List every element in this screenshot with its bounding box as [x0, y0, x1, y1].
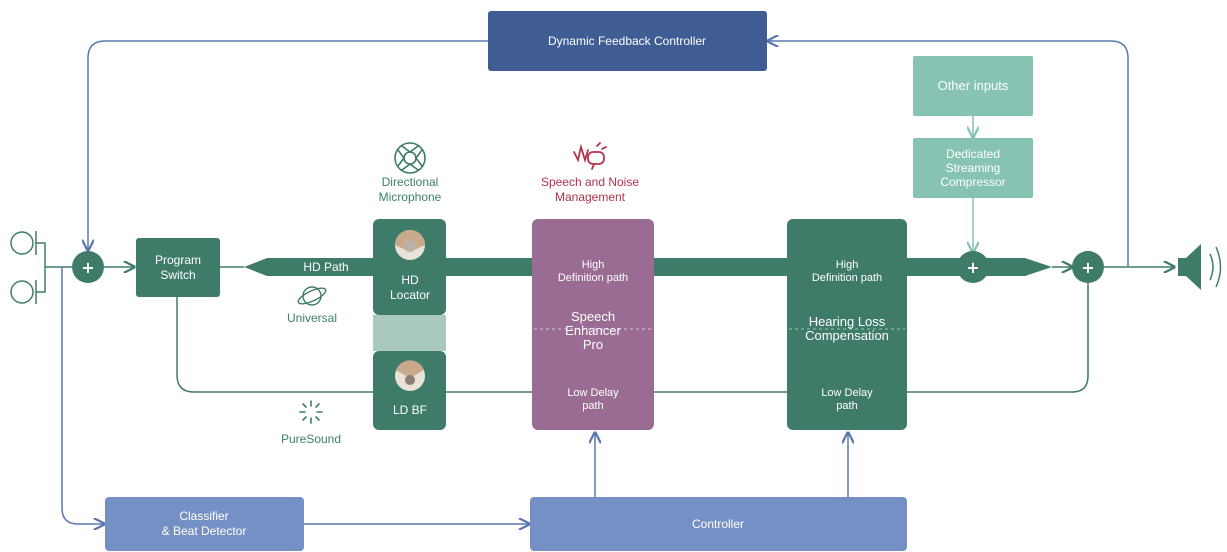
ld-bf-box: LD BF — [373, 351, 446, 430]
controller-label: Controller — [692, 517, 744, 531]
speech-ld-line-2: path — [582, 400, 603, 412]
program-switch-line-2: Switch — [160, 268, 195, 282]
dfc-label: Dynamic Feedback Controller — [548, 34, 706, 48]
hd-locator-line-1: HD — [401, 273, 419, 287]
speech-enhancer-box: High Definition path Speech Enhancer Pro… — [532, 219, 654, 430]
hlc-ld-line-2: path — [836, 400, 857, 412]
hlc-hd-line-1: High — [836, 259, 859, 271]
speech-noise-icon — [573, 142, 607, 170]
dsc-line-1: Dedicated — [946, 147, 1000, 161]
sum-node-stream: + — [957, 251, 989, 283]
hd-locator-box: HD Locator — [373, 219, 446, 315]
puresound-label: PureSound — [281, 432, 341, 446]
directional-label-2: Microphone — [379, 190, 442, 204]
hlc-line-1: Hearing Loss — [809, 314, 886, 329]
other-inputs-box: Other inputs — [913, 56, 1033, 116]
hearing-loss-compensation-box: High Definition path Hearing Loss Compen… — [787, 219, 907, 430]
sum-node-output: + — [1072, 251, 1104, 283]
speech-enhancer-line-3: Pro — [583, 337, 603, 352]
directional-microphone-icon — [394, 142, 426, 174]
speech-enhancer-line-1: Speech — [571, 309, 615, 324]
streaming-compressor-box: Dedicated Streaming Compressor — [913, 138, 1033, 198]
program-switch-box: Program Switch — [136, 238, 220, 297]
speaker-icon — [1178, 244, 1222, 290]
program-switch-line-1: Program — [155, 253, 201, 267]
locator-connector — [373, 315, 446, 351]
speech-noise-label-1: Speech and Noise — [541, 175, 639, 189]
dynamic-feedback-controller: Dynamic Feedback Controller — [488, 11, 767, 71]
hd-locator-line-2: Locator — [390, 288, 430, 302]
blue-connections — [61, 41, 1129, 524]
speech-hd-line-2: Definition path — [558, 272, 628, 284]
ld-bf-label: LD BF — [393, 403, 427, 417]
low-delay-lines — [176, 283, 1089, 393]
ld-bf-icon — [395, 360, 425, 391]
classifier-line-2: & Beat Detector — [162, 524, 247, 538]
speech-enhancer-line-2: Enhancer — [565, 323, 621, 338]
hd-path-label: HD Path — [303, 260, 348, 274]
hlc-ld-line-1: Low Delay — [821, 387, 873, 399]
universal-planet-icon — [297, 286, 327, 306]
universal-label: Universal — [287, 311, 337, 325]
dsc-line-2: Streaming — [946, 161, 1001, 175]
speech-ld-line-1: Low Delay — [567, 387, 619, 399]
sum-node-input: + — [72, 251, 104, 283]
sum-node-stream-label: + — [966, 258, 979, 277]
controller-box: Controller — [530, 497, 907, 551]
microphone-wires — [36, 242, 134, 293]
hlc-line-2: Compensation — [805, 328, 889, 343]
hlc-hd-line-2: Definition path — [812, 272, 882, 284]
puresound-sparkle-icon — [299, 400, 323, 424]
classifier-box: Classifier & Beat Detector — [105, 497, 304, 551]
other-inputs-label: Other inputs — [938, 78, 1009, 93]
microphone-icon — [10, 231, 37, 304]
hd-path-band — [244, 258, 1052, 276]
speech-hd-line-1: High — [582, 259, 605, 271]
directional-label-1: Directional — [382, 175, 439, 189]
sum-node-input-label: + — [81, 258, 94, 277]
classifier-line-1: Classifier — [179, 509, 228, 523]
sum-node-output-label: + — [1081, 258, 1094, 277]
dsc-line-3: Compressor — [940, 175, 1005, 189]
speech-noise-label-2: Management — [555, 190, 626, 204]
hd-locator-icon — [395, 230, 425, 260]
